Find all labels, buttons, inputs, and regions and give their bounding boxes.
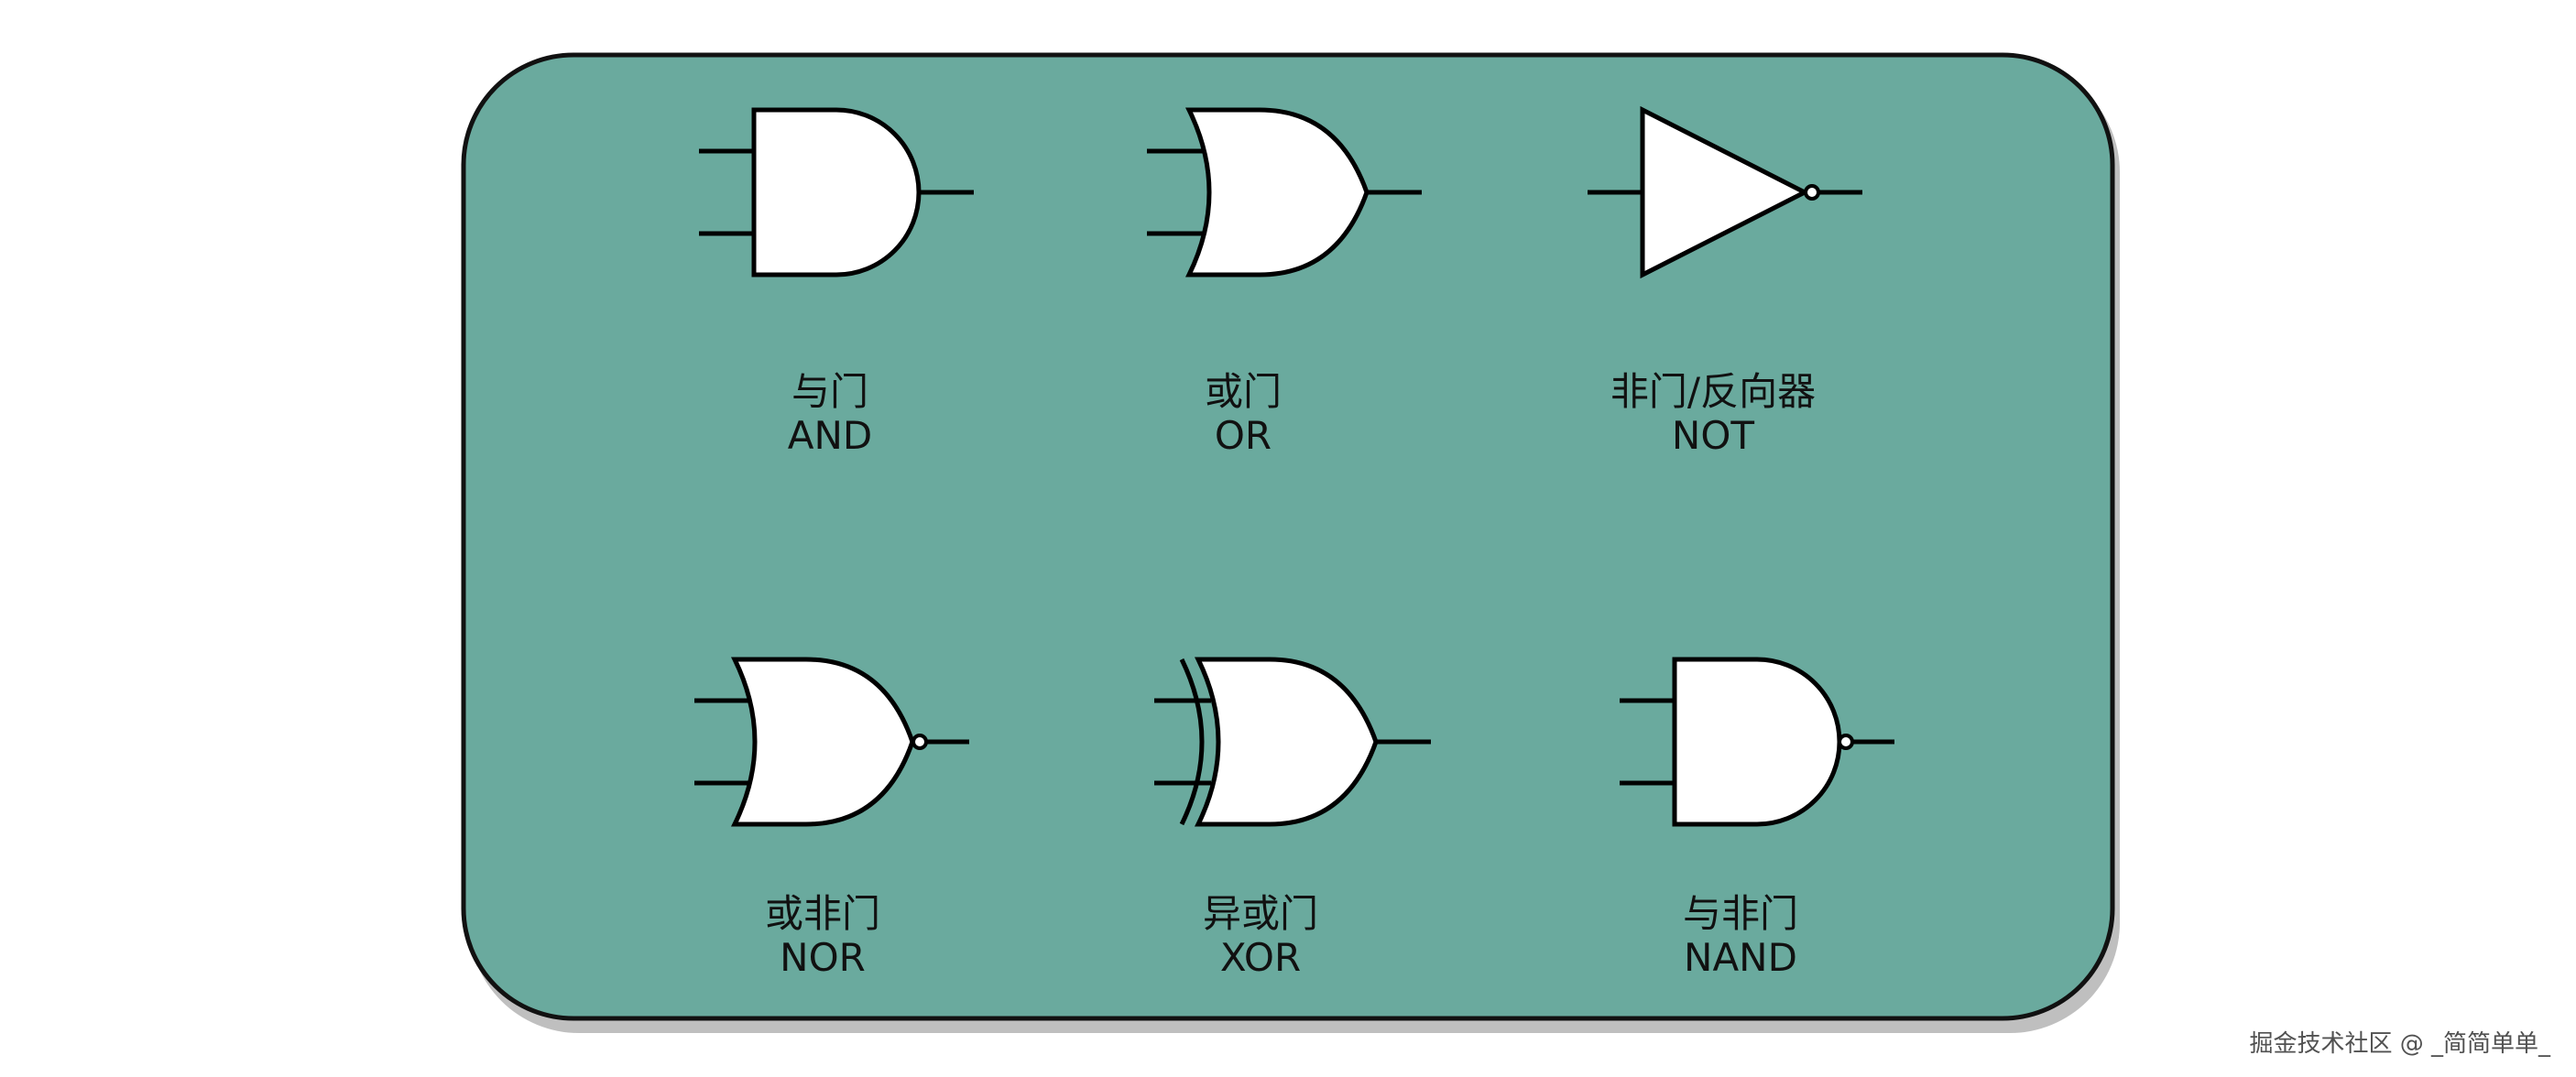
or-gate-icon	[1147, 107, 1422, 277]
nor-gate-icon	[694, 657, 969, 827]
and-label-en: AND	[788, 413, 873, 458]
not-label-cn: 非门/反向器	[1610, 369, 1816, 414]
and-label-cn: 与门	[791, 369, 868, 414]
nor-bubble	[911, 734, 928, 750]
watermark: 掘金技术社区 @ _简简单单_	[2249, 1030, 2550, 1058]
nand-label-en: NAND	[1684, 935, 1797, 980]
not-gate-icon	[1588, 105, 1862, 279]
xor-gate-icon	[1154, 657, 1431, 827]
nand-body	[1672, 657, 1842, 827]
and-gate-icon	[699, 107, 974, 277]
or-label-cn: 或门	[1205, 369, 1282, 414]
not-body	[1640, 105, 1810, 279]
not-bubble	[1804, 184, 1820, 201]
xor-extra-arc	[1179, 658, 1205, 826]
or-label-en: OR	[1215, 413, 1272, 458]
nor-body	[730, 657, 915, 827]
nor-label-en: NOR	[780, 935, 866, 980]
nor-label-cn: 或非门	[765, 891, 880, 936]
or-body	[1184, 107, 1370, 277]
xor-label-en: XOR	[1220, 935, 1301, 980]
nand-label-cn: 与非门	[1683, 891, 1798, 936]
xor-label-cn: 异或门	[1203, 891, 1318, 936]
nand-gate-icon	[1620, 657, 1894, 827]
xor-body	[1194, 657, 1379, 827]
not-label-en: NOT	[1672, 413, 1754, 458]
nand-bubble	[1838, 734, 1854, 750]
and-body	[751, 107, 922, 277]
